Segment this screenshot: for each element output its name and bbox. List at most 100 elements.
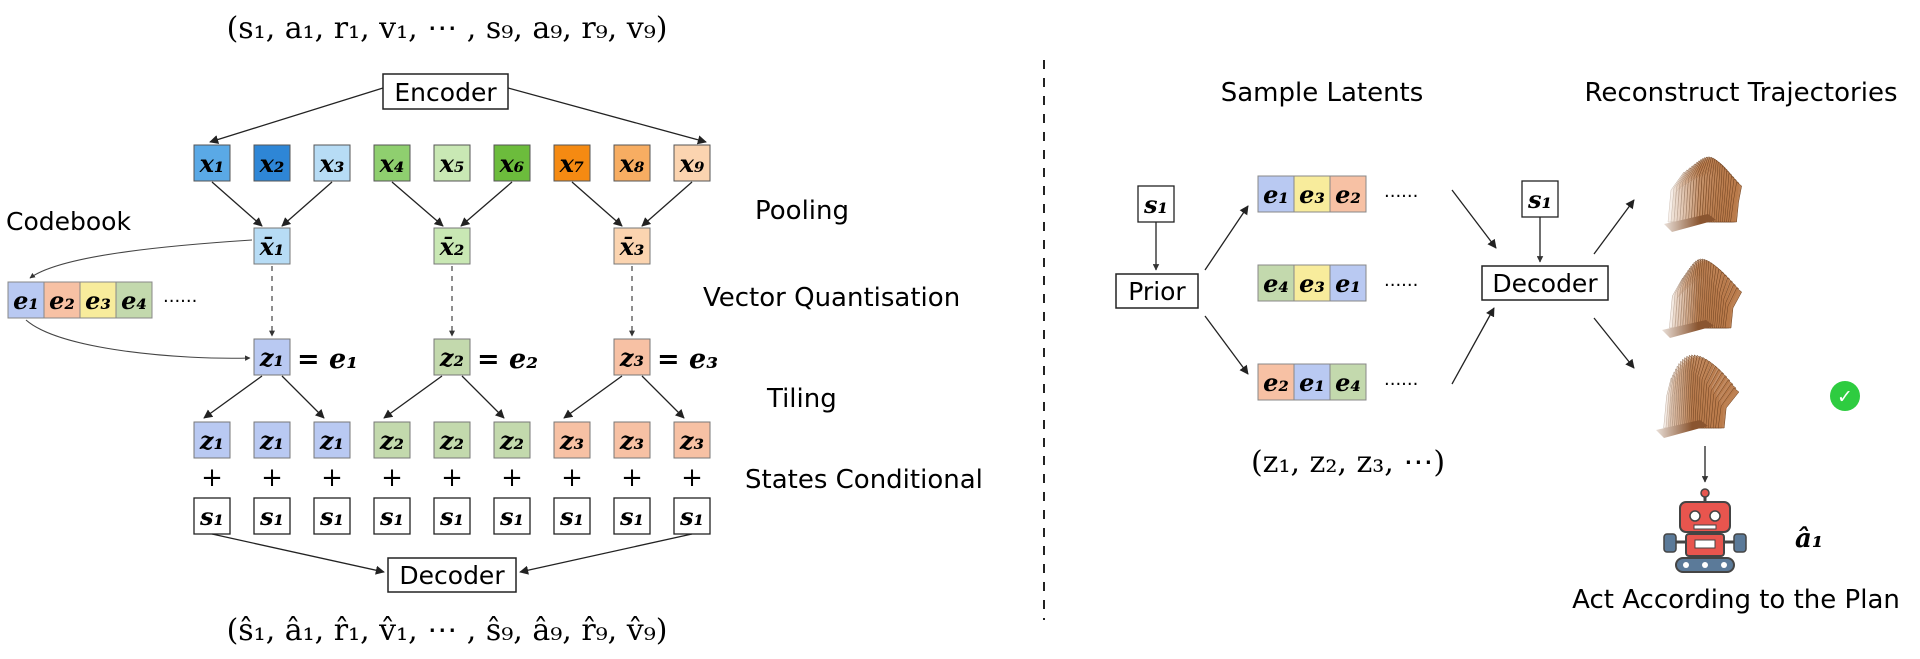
- codebook-label: Codebook: [6, 207, 131, 236]
- decoder-arrow-right: [519, 533, 693, 575]
- token-x4: x₄: [373, 144, 411, 182]
- svg-text:z₂: z₂: [379, 426, 404, 455]
- arm-frame: [1730, 181, 1742, 223]
- svg-text:e₂: e₂: [49, 286, 75, 315]
- svg-text:e₃: e₃: [85, 286, 111, 315]
- stage-label-tiling: Tiling: [766, 384, 837, 414]
- decoder-label: Decoder: [399, 561, 505, 590]
- svg-text:e₃: e₃: [1299, 269, 1325, 298]
- svg-text:z₃: z₃: [559, 426, 584, 455]
- token-x5: x₅: [433, 144, 471, 182]
- svg-text:z₃: z₃: [619, 426, 644, 455]
- arm-fade: [1660, 150, 1700, 234]
- right-decoder-label: Decoder: [1492, 269, 1598, 298]
- plus-sign: +: [321, 463, 343, 493]
- tiled-z1-b: z₁: [253, 421, 291, 459]
- decoder-arrow-left: [211, 533, 385, 575]
- svg-text:z₁: z₁: [199, 426, 224, 455]
- latents-to-decoder-top: [1451, 189, 1497, 249]
- encoder-arrow-left: [209, 87, 384, 144]
- svg-text:x₅: x₅: [439, 149, 465, 178]
- codebook-e2: e₂: [43, 281, 81, 319]
- svg-text:s₁: s₁: [499, 502, 524, 531]
- decoder-to-traj-top: [1593, 199, 1635, 255]
- state-box: s₁: [673, 497, 711, 535]
- pooled-x3: x̄₃: [613, 227, 651, 265]
- stage-label-pooling: Pooling: [755, 196, 849, 226]
- svg-text:x₄: x₄: [379, 149, 405, 178]
- svg-text:s₁: s₁: [319, 502, 344, 531]
- trajectory-render-3: [1652, 354, 1740, 440]
- encoder-arrow-right: [507, 87, 707, 145]
- token-x1: x₁: [193, 144, 231, 182]
- svg-text:x₈: x₈: [619, 149, 645, 178]
- tiled-z3-a: z₃: [553, 421, 591, 459]
- state-box: s₁: [433, 497, 471, 535]
- codebook-e3: e₃: [79, 281, 117, 319]
- tiled-z2-c: z₂: [493, 421, 531, 459]
- state-box: s₁: [373, 497, 411, 535]
- trajectory-render-2: [1658, 256, 1742, 340]
- act-caption: Act According to the Plan: [1572, 585, 1900, 615]
- svg-text:x₇: x₇: [559, 149, 585, 178]
- svg-text:s₁: s₁: [439, 502, 464, 531]
- svg-text:......: ......: [1384, 369, 1418, 390]
- latent-seq-2: e₄ e₃ e₁ ......: [1257, 264, 1418, 302]
- state-box: s₁: [313, 497, 351, 535]
- codebook-e1: e₁: [7, 281, 45, 319]
- quantised-z1: z₁: [253, 338, 291, 376]
- decoder-to-traj-bottom: [1593, 317, 1635, 369]
- tiled-z2-a: z₂: [373, 421, 411, 459]
- token-x3: x₃: [313, 144, 351, 182]
- svg-text:x̄₂: x̄₂: [439, 232, 465, 261]
- svg-text:z₂: z₂: [439, 426, 464, 455]
- check-badge: ✓: [1830, 381, 1860, 411]
- tiling-arrows: [203, 375, 685, 419]
- codebook-ellipsis: ......: [163, 286, 197, 307]
- svg-text:e₄: e₄: [1263, 269, 1289, 298]
- decoder-box: [387, 557, 517, 593]
- input-trajectory-formula: (s₁, a₁, r₁, v₁, ⋯ , s₉, a₉, r₉, v₉): [227, 11, 668, 46]
- quantised-eq-1: = e₁: [297, 344, 358, 375]
- svg-text:e₄: e₄: [121, 286, 147, 315]
- svg-text:s₁: s₁: [259, 502, 284, 531]
- svg-text:z₁: z₁: [259, 343, 284, 372]
- svg-text:s₁: s₁: [619, 502, 644, 531]
- svg-text:z₃: z₃: [619, 343, 644, 372]
- token-x7: x₇: [553, 144, 591, 182]
- plus-sign: +: [201, 463, 223, 493]
- svg-text:e₄: e₄: [1335, 368, 1361, 397]
- svg-text:x̄₃: x̄₃: [619, 232, 645, 261]
- arm-frame: [1717, 387, 1740, 429]
- token-x8: x₈: [613, 144, 651, 182]
- prior-arrow-top: [1204, 205, 1249, 271]
- codebook-assign-arrow: [25, 319, 251, 361]
- token-x2: x₂: [253, 144, 291, 182]
- svg-text:s₁: s₁: [679, 502, 704, 531]
- svg-text:x₁: x₁: [199, 149, 225, 178]
- svg-text:z₂: z₂: [439, 343, 464, 372]
- state-box: s₁: [553, 497, 591, 535]
- plus-sign: +: [261, 463, 283, 493]
- prior-arrow-bottom: [1204, 315, 1249, 375]
- svg-text:e₂: e₂: [1335, 180, 1361, 209]
- plus-row: + + + + + + + + +: [201, 463, 703, 493]
- plus-sign: +: [501, 463, 523, 493]
- reconstructed-trajectory-formula: (ŝ₁, â₁, r̂₁, v̂₁, ⋯ , ŝ₉, â₉, r̂₉, v̂₉): [227, 613, 668, 648]
- quantised-z3: z₃: [613, 338, 651, 376]
- pooled-x2: x̄₂: [433, 227, 471, 265]
- decoder-state-label: s₁: [1527, 185, 1552, 214]
- plus-sign: +: [681, 463, 703, 493]
- arm-fade: [1658, 256, 1698, 340]
- svg-text:z₃: z₃: [679, 426, 704, 455]
- decoder-state-box: [1521, 180, 1559, 218]
- state-row: s₁ s₁ s₁ s₁ s₁ s₁ s₁ s₁ s₁: [193, 497, 711, 535]
- svg-text:e₁: e₁: [1263, 180, 1289, 209]
- svg-text:x̄₁: x̄₁: [259, 232, 285, 261]
- right-decoder-box: [1481, 265, 1609, 301]
- svg-text:x₉: x₉: [679, 149, 705, 178]
- svg-text:e₁: e₁: [1299, 368, 1325, 397]
- tiled-z2-b: z₂: [433, 421, 471, 459]
- svg-text:x₆: x₆: [499, 149, 525, 178]
